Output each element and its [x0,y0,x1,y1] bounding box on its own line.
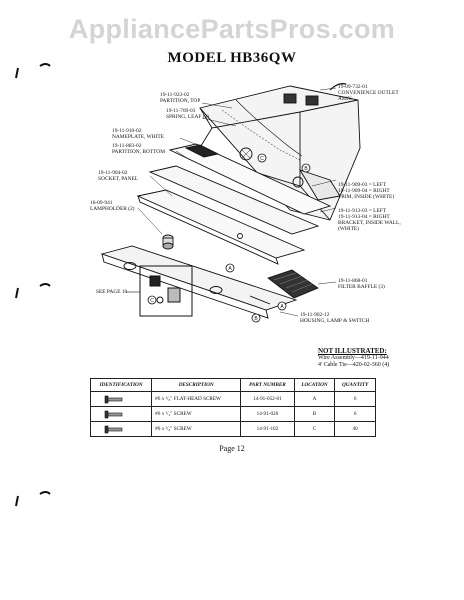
callout-see-page-10: SEE PAGE 10 [96,289,128,295]
col-location: LOCATION [293,378,336,392]
part-number-cell: 14-91-026 [240,406,295,422]
page-title: MODEL HB36QW [167,50,297,66]
svg-text:B: B [254,316,258,322]
hood-housing [195,83,361,221]
svg-text:A: A [228,266,232,272]
binder-marks [15,63,51,507]
col-quantity: QUANTITY [334,378,376,392]
not-illustrated-line: Wire Assembly—419-11-944 [318,355,389,361]
callout-bracket-inside-wall: 19-11-913-03 = LEFT 19-11-913-04 = RIGHT… [338,208,401,232]
description-cell: #6 x ¹/₂" SCREW [151,406,242,422]
identification-cell [89,421,153,437]
marker-a [225,263,235,273]
socket-panel [136,189,306,265]
page-number: Page 12 [219,444,245,453]
description-cell: #6 x ³/₈" SCREW [151,421,242,437]
table-row: #6 x ³/₈" FLAT-HEAD SCREW 14-91-052-01 A… [89,391,376,407]
location-cell: A [293,391,336,407]
table-row: #6 x ¹/₂" SCREW 14-91-026 B 6 [89,406,376,422]
location-cell: B [293,406,336,422]
housing-lamp-switch [100,245,298,319]
description-cell: #6 x ³/₈" FLAT-HEAD SCREW [151,391,242,407]
leader-lines [137,87,337,317]
svg-text:A: A [280,304,284,310]
col-part-number: PART NUMBER [240,378,295,392]
hardware-table: IDENTIFICATION DESCRIPTION PART NUMBER L… [89,378,376,437]
location-cell: C [293,421,336,437]
svg-text:C: C [260,156,264,162]
watermark: AppliancePartsPros.com [68,14,396,44]
svg-text:C: C [150,298,154,304]
identification-cell [89,391,153,407]
marker-c [257,153,267,163]
quantity-cell: 6 [334,406,376,422]
filter-baffle [267,269,319,299]
callout-trim-inside: 19-11-909-03 = LEFT 19-11-909-04 = RIGHT… [338,182,395,200]
lampholder [162,234,174,250]
part-number-cell: 14-91-052-01 [240,391,295,407]
quantity-cell: 40 [334,421,376,437]
table-row: #6 x ³/₈" SCREW 14-91-102 C 40 [89,421,376,437]
col-identification: IDENTIFICATION [89,378,153,392]
identification-cell [89,406,153,422]
table-header-row: IDENTIFICATION DESCRIPTION PART NUMBER L… [89,378,376,392]
partition-strips [148,143,332,235]
switch-inset [126,265,193,317]
not-illustrated-line: 4' Cable Tie—420-02-360 (4) [318,362,390,368]
part-number-cell: 14-91-102 [240,421,295,437]
col-description: DESCRIPTION [151,378,242,392]
marker-b [301,163,311,173]
svg-text:B: B [304,166,308,172]
not-illustrated-heading: NOT ILLUSTRATED: [318,347,387,355]
not-illustrated-note: NOT ILLUSTRATED: Wire Assembly—419-11-94… [318,348,389,369]
location-markers: A B C A B C [147,153,311,323]
quantity-cell: 6 [334,391,376,407]
